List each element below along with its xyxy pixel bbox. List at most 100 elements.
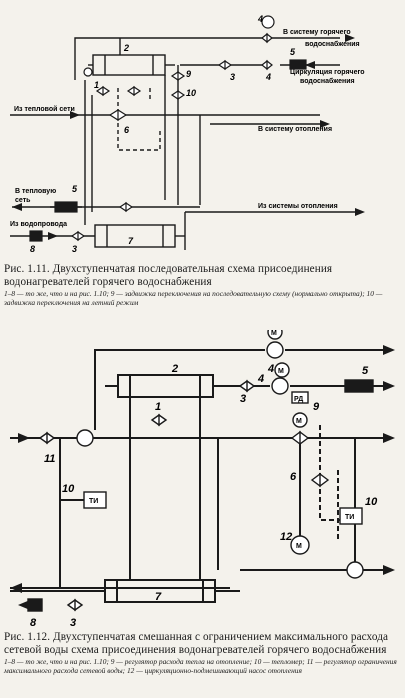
- num-4a: 4: [267, 363, 274, 375]
- num-12: 12: [280, 531, 292, 543]
- num-2: 2: [171, 363, 178, 375]
- motor-m-top-icon: [267, 330, 283, 340]
- num-10: 10: [186, 88, 196, 98]
- num-3b: 3: [72, 244, 77, 254]
- arrow-to-heating: [320, 120, 330, 128]
- label-hot-supply: В систему горячего: [283, 29, 351, 36]
- tm-label-left: ТИ: [89, 498, 98, 505]
- figure-1-12-diagram: 2 1 3 4 4 5 9 6 7 8 3 10 10 11 12 ТИ ТИ …: [10, 330, 395, 629]
- arrow-from-heating: [355, 208, 365, 216]
- num-6: 6: [124, 125, 130, 135]
- num-7: 7: [128, 236, 134, 246]
- arrow-main-out: [383, 433, 395, 443]
- label-from-heat-net: Из тепловой сети: [14, 105, 75, 113]
- pump-right-icon: [346, 561, 364, 579]
- m-label-mid: М: [278, 368, 284, 375]
- num-8: 8: [30, 617, 37, 629]
- num-3b: 3: [70, 617, 76, 629]
- num-5b: 5: [72, 184, 78, 194]
- arrow-return-out: [10, 583, 22, 593]
- arrow-heat-net: [70, 111, 80, 119]
- arrow-to-net: [12, 203, 22, 211]
- num-3: 3: [230, 72, 235, 82]
- arrow-main-in: [18, 433, 30, 443]
- num-4a: 4: [257, 14, 263, 24]
- heater-2: [92, 54, 166, 76]
- num-4b: 4: [265, 72, 271, 82]
- rd-label: РД: [294, 396, 303, 403]
- rd-box: [291, 391, 309, 404]
- arrow-return-in: [383, 565, 395, 575]
- label-to-heating: В систему отопления: [258, 126, 332, 133]
- valve-1: [150, 413, 168, 427]
- valve-10: [170, 89, 186, 101]
- num-5: 5: [362, 365, 369, 377]
- meter-5-icon: [344, 379, 374, 393]
- arrow-circ: [305, 61, 315, 69]
- figure-1-11-diagram: В систему горячего водоснабжения Циркуля…: [10, 14, 365, 254]
- label-from-water-main: Из водопровода: [10, 221, 67, 228]
- num-2: 2: [123, 43, 129, 53]
- label-from-heating: Из системы отопления: [258, 203, 338, 210]
- num-4b: 4: [257, 373, 264, 385]
- num-10-right: 10: [365, 496, 378, 508]
- num-5: 5: [290, 47, 296, 57]
- caption-1-11-legend: 1–8 — то же, что и на рис. 1.10; 9 — зад…: [4, 289, 383, 307]
- meter-5-icon: [289, 59, 307, 70]
- tm-box-right: [339, 507, 363, 525]
- valve-1b: [126, 85, 142, 97]
- valve-3-bottom: [66, 598, 84, 612]
- valve-3-top: [238, 379, 256, 393]
- arrow-water: [48, 232, 58, 240]
- motor-m-9-icon: [292, 412, 308, 428]
- num-9: 9: [313, 401, 320, 413]
- m-label-9: М: [296, 418, 302, 425]
- caption-1-12-title: Рис. 1.12. Двухступенчатая смешанная с о…: [4, 631, 389, 656]
- num-1: 1: [155, 401, 161, 413]
- valve-4: [261, 32, 273, 44]
- motor-m-mid-icon: [274, 362, 290, 378]
- figure-1-11-caption: Рис. 1.11. Двухступенчатая последователь…: [4, 263, 401, 307]
- caption-1-11-title: Рис. 1.11. Двухступенчатая последователь…: [4, 263, 333, 288]
- m-label-12: М: [296, 543, 302, 550]
- valve-bottom: [118, 201, 134, 213]
- pump-4-icon: [266, 341, 284, 359]
- valve-6: [310, 472, 330, 488]
- label-to-heat-net: В тепловую: [15, 188, 56, 195]
- label-circulation: Циркуляция горячего: [290, 69, 365, 76]
- figure-1-12-caption: Рис. 1.12. Двухступенчатая смешанная с о…: [4, 631, 401, 675]
- num-1: 1: [94, 80, 99, 90]
- meter-8-icon: [29, 230, 43, 242]
- num-8: 8: [30, 244, 35, 254]
- num-3: 3: [240, 393, 246, 405]
- pump-4-icon: [261, 15, 275, 29]
- valve-1: [95, 85, 111, 97]
- valve-4b: [261, 59, 273, 71]
- num-9: 9: [186, 69, 191, 79]
- pump-4b-icon: [271, 377, 289, 395]
- label-circulation2: водоснабжения: [300, 77, 355, 85]
- label-hot-supply2: водоснабжения: [305, 40, 360, 48]
- valve-9: [170, 70, 186, 82]
- pump-11-icon: [76, 429, 94, 447]
- num-10-left: 10: [62, 483, 75, 495]
- caption-1-12-legend: 1–8 — то же, что и на рис. 1.10; 9 — рег…: [4, 657, 397, 675]
- valve-3-bottom: [70, 230, 86, 242]
- arrow-water: [18, 600, 30, 610]
- num-7: 7: [155, 591, 162, 603]
- pump-12-icon: [290, 535, 310, 555]
- tm-box-left: [83, 491, 107, 509]
- valve-9: [290, 430, 310, 446]
- regulator-icon: [83, 67, 93, 77]
- valve-6: [108, 108, 128, 122]
- heater-2: [117, 374, 214, 398]
- valve-3-top: [217, 59, 233, 71]
- meter-5b-icon: [54, 201, 78, 213]
- arrow-hot-supply: [345, 34, 355, 42]
- valve-11: [38, 431, 56, 445]
- tm-label-right: ТИ: [345, 514, 354, 521]
- num-11: 11: [44, 453, 55, 465]
- arrow-top: [383, 345, 395, 355]
- arrow-circ: [383, 381, 395, 391]
- label-to-heat-net2: сеть: [15, 197, 31, 204]
